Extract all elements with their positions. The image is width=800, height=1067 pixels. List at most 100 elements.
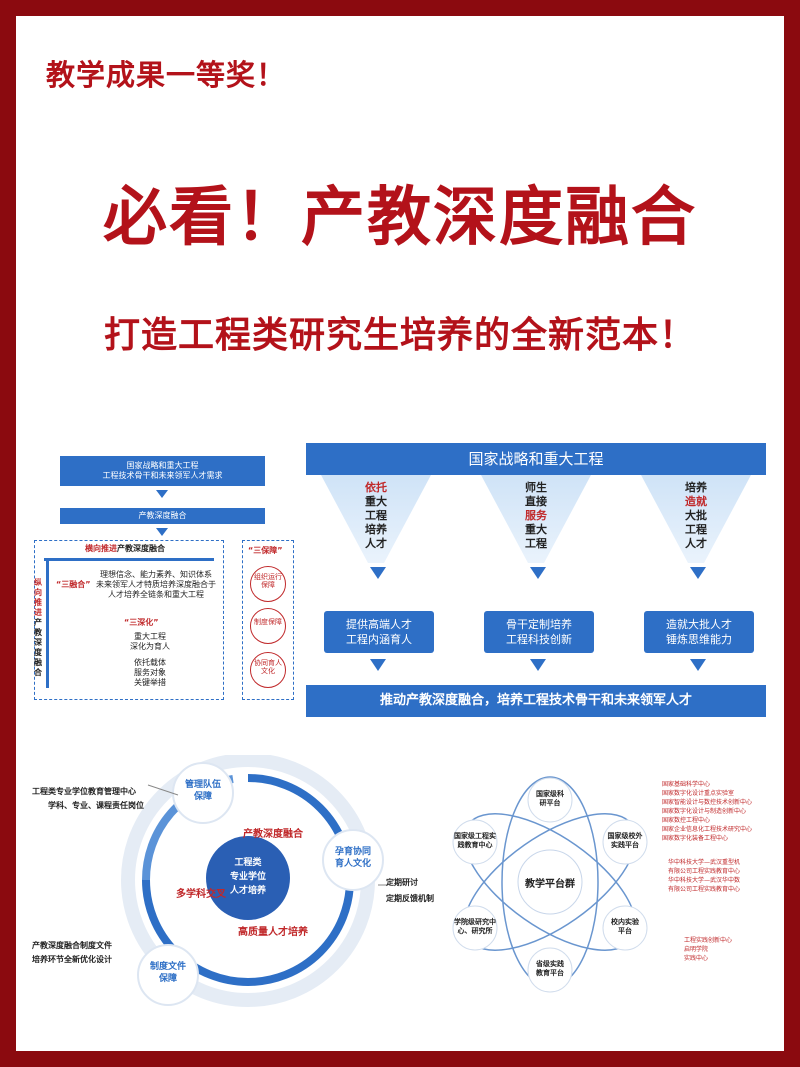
node-text: 国家级科研平台: [524, 790, 576, 808]
funnel-line: 工程: [685, 523, 707, 536]
yituo-line: 依托载体: [134, 658, 166, 667]
outcome-line: 提供高端人才: [346, 618, 412, 631]
sanshenhua-label: “三深化”: [124, 618, 159, 627]
list-item: 国家数字化设计重点实验室: [662, 790, 735, 797]
list-item: 国家数控工程中心: [662, 817, 711, 824]
left-text-line: 产教深度融合制度文件: [32, 941, 112, 950]
list-item: 国家智能设计与数控技术创新中心: [662, 799, 753, 806]
list-item: 国家数字化装备工程中心: [662, 835, 729, 842]
yituo-line: 服务对象: [134, 668, 166, 677]
yituo-text: 依托载体 服务对象 关键举措: [110, 658, 190, 688]
vertical-label-red: 纵向推进: [34, 578, 42, 617]
sanronghe-text: 理想信念、能力素养、知识体系 未来领军人才特质培养深度融合于 人才培养全链条和重…: [96, 570, 216, 600]
bubble-right: [322, 829, 384, 891]
left-text-1: 工程类专业学位教育管理中心 学科、专业、课程责任岗位: [32, 785, 144, 813]
funnel-shape: [641, 475, 751, 563]
sanronghe-line: 理想信念、能力素养、知识体系: [100, 570, 212, 579]
list-item: 国家基础科学中心: [662, 781, 711, 788]
funnel-line: 重大: [365, 495, 387, 508]
right-top-bar: 国家战略和重大工程: [306, 443, 766, 475]
right-text-line: 定期研讨: [386, 878, 418, 887]
vertical-label-text: 产教深度融合: [34, 618, 42, 677]
node-line: 学院级研究中: [454, 918, 496, 926]
sanbaozhang-box: [242, 540, 294, 700]
horizontal-label-text: 产教深度融合: [117, 544, 165, 553]
arrow-down-icon: [156, 490, 168, 498]
outcome-line: 骨干定制培养: [506, 618, 572, 631]
right-list-mid: 华中科技大学—武汉重型机 有限公司工程实践教育中心 华中科技大学—武汉华中数 有…: [668, 858, 780, 894]
top-box-line1: 国家战略和重大工程: [126, 461, 199, 470]
arrow-down-icon: [370, 659, 386, 671]
orbit-graphics: [452, 776, 648, 993]
funnel-line: 大批: [685, 509, 707, 522]
list-item: 有限公司工程实践教育中心: [668, 886, 741, 893]
outcome-box-1: 提供高端人才 工程内涵育人: [324, 611, 434, 653]
outcome-box-3: 造就大批人才 锤炼思维能力: [644, 611, 754, 653]
left-diagram: 国家战略和重大工程 工程技术骨干和未来领军人才需求 产教深度融合 横向推进产教深…: [30, 448, 300, 708]
node-text: 校内实验平台: [600, 918, 650, 936]
node-line: 国家级科: [536, 790, 564, 798]
vertical-label: 纵向推进产教深度融合: [34, 578, 44, 678]
node-text: 国家级校外实践平台: [595, 832, 655, 850]
list-item: 工程实践创新中心: [684, 937, 733, 944]
node-text: 学院级研究中心、研究所: [442, 918, 508, 936]
funnel-text-3: 培养 造就 大批 工程 人才: [678, 481, 714, 551]
center-line: 工程类: [234, 858, 262, 868]
platform-node: [602, 905, 648, 951]
node-line: 省级实践: [536, 960, 564, 968]
funnel-line: 工程: [525, 537, 547, 550]
outcome-line: 工程科技创新: [506, 633, 572, 646]
right-text-line: 定期反馈机制: [386, 894, 434, 903]
top-box-line2: 工程技术骨干和未来领军人才需求: [102, 471, 223, 480]
list-item: 国家数字化设计与制造创新中心: [662, 808, 747, 815]
arrow-down-icon: [530, 567, 546, 579]
center-line: 专业学位: [229, 872, 266, 882]
bubble-bottom: [137, 944, 199, 1006]
outcome-box-2: 骨干定制培养 工程科技创新: [484, 611, 594, 653]
funnel-line: 依托: [365, 481, 387, 494]
funnel-line: 人才: [365, 537, 387, 550]
funnel-line: 培养: [365, 523, 387, 536]
main-title: 必看！产教深度融合: [103, 181, 697, 255]
bubble-bottom-text: 制度文件保障: [149, 962, 186, 984]
funnel-line: 人才: [685, 537, 707, 550]
sanshenhua-text: 重大工程 深化为育人: [110, 632, 190, 652]
platform-node: [602, 819, 648, 865]
list-item: 华中科技大学—武汉华中数: [668, 877, 741, 884]
connector-line: [147, 784, 179, 796]
funnel-text-2: 师生 直接 服务 重大 工程: [518, 481, 554, 551]
funnel-shape: [481, 475, 591, 563]
right-diagram: 国家战略和重大工程 依托 重大 工程 培养 人才 师生 直接 服务 重大 工程 …: [306, 443, 766, 723]
label-top: 产教深度融合: [243, 829, 303, 840]
node-line: 教育平台: [536, 969, 564, 977]
main-dashed-box: [34, 540, 224, 700]
center-text: 工程类 专业学位 人才培养: [213, 856, 283, 898]
list-item: 有限公司工程实践教育中心: [668, 868, 741, 875]
node-line: 校内实验: [611, 918, 639, 926]
award-title: 教学成果一等奖！: [46, 58, 287, 92]
bubble-right-text: 孕育协同育人文化: [334, 847, 371, 869]
node-line: 国家级校外: [607, 832, 643, 840]
funnel-line: 造就: [685, 495, 707, 508]
cycle-diagram: 工程类专业学位教育管理中心 学科、专业、课程责任岗位 产教深度融合制度文件 培养…: [28, 755, 448, 1030]
arrow-down-icon: [530, 659, 546, 671]
platform-diagram: 教学平台群 国家级科研平台 国家级工程实践教育中心 国家级校外实践平台 学院级研…: [440, 770, 784, 1020]
outcome-line: 工程内涵育人: [346, 633, 412, 646]
left-text-line: 工程类专业学位教育管理中心: [32, 787, 136, 796]
subtitle: 打造工程类研究生培养的全新范本！: [103, 315, 696, 356]
sanronghe-line: 人才培养全链条和重大工程: [108, 590, 204, 599]
circle-culture: 协同育人文化: [250, 652, 286, 688]
sanshenhua-line: 重大工程: [134, 632, 166, 641]
list-item: 启明学院: [684, 946, 709, 953]
right-list-top: 国家基础科学中心 国家数字化设计重点实验室 国家智能设计与数控技术创新中心 国家…: [662, 780, 780, 843]
platform-node: [452, 905, 498, 951]
second-box: 产教深度融合: [60, 508, 265, 524]
horizontal-label: 横向推进产教深度融合: [85, 544, 165, 554]
bubble-top-text: 管理队伍保障: [184, 780, 221, 802]
sanbaozhang-label: “三保障”: [248, 546, 283, 555]
funnel-graphics: [321, 475, 751, 563]
funnel-line: 服务: [525, 509, 547, 522]
right-text: 定期研讨 定期反馈机制: [386, 875, 434, 907]
center-line: 人才培养: [229, 886, 266, 896]
node-line: 实践平台: [611, 841, 639, 849]
